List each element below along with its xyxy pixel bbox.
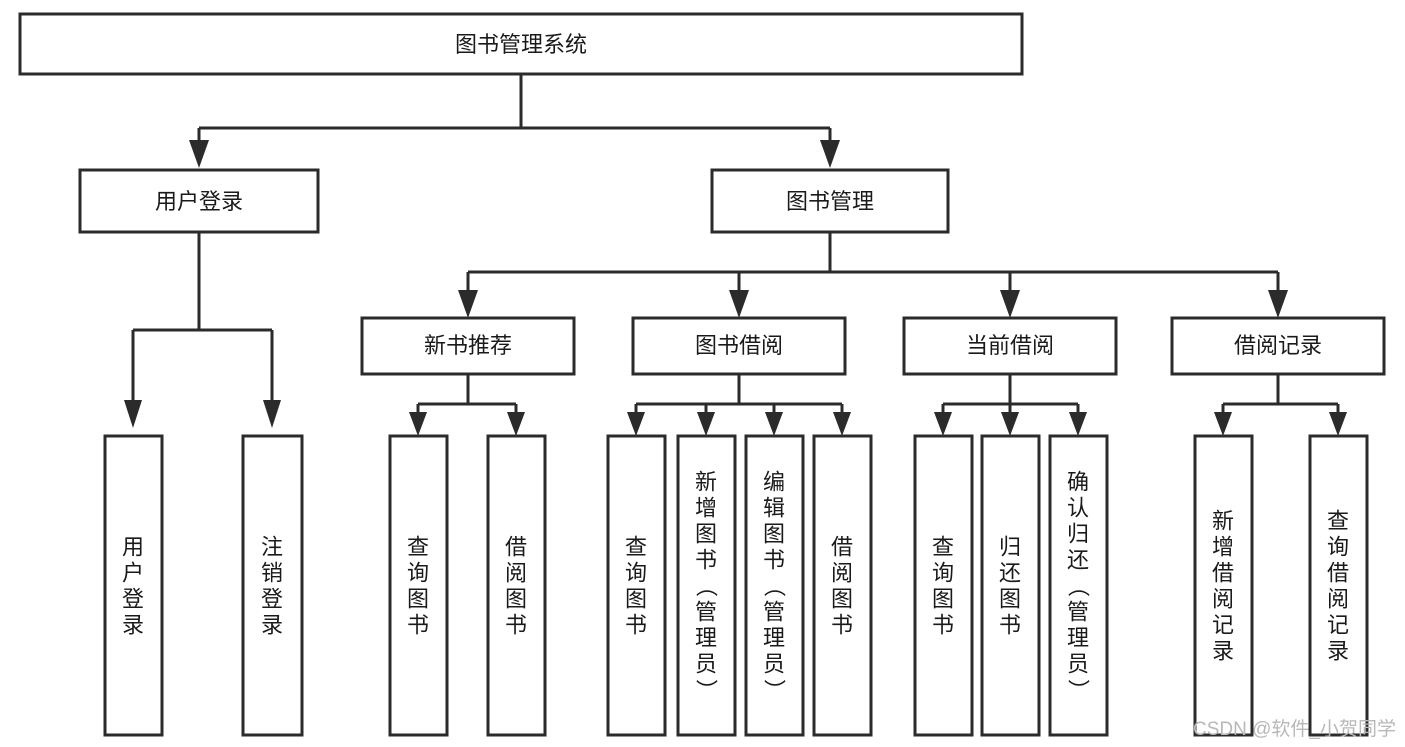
node-leaf-borrow-book-1-box[interactable] [486,434,547,737]
node-book-manage-box[interactable] [710,168,950,234]
node-leaf-query-book-3-label: 查询图书 [932,535,954,638]
node-leaf-query-book-1-box[interactable] [388,434,449,737]
node-root[interactable]: 图书管理系统 [18,12,1024,76]
node-leaf-confirm-return-admin-label: 确认归还管理员 [1067,470,1089,677]
node-new-book-recommend-box[interactable] [360,316,576,376]
node-leaf-confirm-return-admin-box[interactable] [1048,434,1109,737]
node-leaf-add-borrow-record[interactable]: 新增借阅记录 [1193,434,1254,737]
node-leaf-query-book-1[interactable]: 查询图书 [388,434,449,737]
node-leaf-user-login-box[interactable] [103,434,164,737]
vertical-char: ） [1066,679,1091,701]
node-user-login-box[interactable] [78,168,320,234]
arrow-to-leaf-user-login [124,400,142,428]
node-leaf-query-book-3-box[interactable] [913,434,974,737]
vertical-char: （ [1066,575,1091,597]
node-leaf-borrow-book-1-label: 借阅图书 [505,535,527,638]
arrow-to-user-login [189,140,209,168]
node-leaf-add-borrow-record-box[interactable] [1193,434,1254,737]
arrow-to-leaf-edit-book-admin [765,412,783,436]
node-leaf-confirm-return-admin[interactable]: 确认归还管理员 （ ） [1048,434,1109,737]
node-leaf-query-book-2-label: 查询图书 [625,535,647,638]
node-leaf-user-login[interactable]: 用户登录 [103,434,164,737]
node-borrow-record[interactable]: 借阅记录 [1170,316,1386,376]
arrow-to-leaf-query-borrow-record [1329,412,1347,436]
node-leaf-query-book-1-label: 查询图书 [407,535,429,638]
node-leaf-edit-book-admin-box[interactable] [744,434,805,737]
arrow-to-current-borrow [1000,290,1020,318]
arrow-to-leaf-add-borrow-record [1214,412,1232,436]
csdn-watermark: CSDN @软件_小贺同学 [1193,718,1396,740]
node-current-borrow-box[interactable] [902,316,1118,376]
node-leaf-add-book-admin-label: 新增图书管理员 [695,470,717,677]
node-book-manage-label: 图书管理 [786,189,874,214]
arrow-to-leaf-add-book-admin [697,412,715,436]
node-borrow-record-label: 借阅记录 [1234,333,1322,358]
connector-layer [124,74,1347,436]
vertical-char: ） [762,679,787,701]
arrow-to-leaf-borrow-book-2 [833,412,851,436]
arrow-to-leaf-query-book-3 [934,412,952,436]
arrow-to-book-manage [820,140,840,168]
node-leaf-borrow-book-1[interactable]: 借阅图书 [486,434,547,737]
node-leaf-logout-login-label: 注销登录 [261,535,283,638]
arrow-to-leaf-confirm-return-admin [1069,412,1087,436]
node-leaf-logout-login[interactable]: 注销登录 [241,434,304,737]
arrow-to-leaf-query-book-1 [409,412,427,436]
arrow-to-leaf-query-book-2 [627,412,645,436]
node-leaf-query-book-3[interactable]: 查询图书 [913,434,974,737]
node-new-book-recommend-label: 新书推荐 [424,333,512,358]
node-leaf-query-borrow-record-box[interactable] [1308,434,1369,737]
node-leaf-borrow-book-2-label: 借阅图书 [831,535,853,638]
leaf-nodes-layer: 用户登录 注销登录 查询图书 借阅图书 查询图书 新增图书管理员 （ [103,434,1369,737]
node-book-borrow-label: 图书借阅 [695,333,783,358]
node-root-label: 图书管理系统 [455,32,587,57]
node-borrow-record-box[interactable] [1170,316,1386,376]
node-leaf-user-login-label: 用户登录 [122,535,144,638]
node-leaf-return-book[interactable]: 归还图书 [980,434,1041,737]
node-book-borrow-box[interactable] [631,316,847,376]
arrow-to-leaf-logout-login [263,400,281,428]
arrow-to-leaf-borrow-book-1 [507,412,525,436]
node-leaf-query-book-2[interactable]: 查询图书 [606,434,667,737]
node-leaf-query-borrow-record[interactable]: 查询借阅记录 [1308,434,1369,737]
node-new-book-recommend[interactable]: 新书推荐 [360,316,576,376]
node-leaf-edit-book-admin[interactable]: 编辑图书管理员 （ ） [744,434,805,737]
node-leaf-return-book-label: 归还图书 [999,535,1021,638]
node-leaf-query-borrow-record-label: 查询借阅记录 [1327,509,1349,664]
node-leaf-return-book-box[interactable] [980,434,1041,737]
node-book-borrow[interactable]: 图书借阅 [631,316,847,376]
node-leaf-add-book-admin[interactable]: 新增图书管理员 （ ） [676,434,737,737]
arrow-to-borrow-record [1268,290,1288,318]
node-leaf-add-borrow-record-label: 新增借阅记录 [1212,509,1234,664]
arrow-to-book-borrow [729,290,749,318]
node-user-login-label: 用户登录 [155,189,243,214]
node-leaf-query-book-2-box[interactable] [606,434,667,737]
arrow-to-leaf-return-book [1001,412,1019,436]
node-leaf-borrow-book-2-box[interactable] [812,434,873,737]
node-leaf-borrow-book-2[interactable]: 借阅图书 [812,434,873,737]
vertical-char: （ [694,575,719,597]
node-leaf-edit-book-admin-label: 编辑图书管理员 [763,470,785,677]
vertical-char: ） [694,679,719,701]
node-book-manage[interactable]: 图书管理 [710,168,950,234]
node-user-login[interactable]: 用户登录 [78,168,320,234]
node-leaf-logout-login-box[interactable] [241,434,304,737]
arrow-to-new-book-recommend [458,290,478,318]
node-current-borrow-label: 当前借阅 [966,333,1054,358]
node-leaf-add-book-admin-box[interactable] [676,434,737,737]
node-current-borrow[interactable]: 当前借阅 [902,316,1118,376]
vertical-char: （ [762,575,787,597]
node-root-box[interactable] [18,12,1024,76]
